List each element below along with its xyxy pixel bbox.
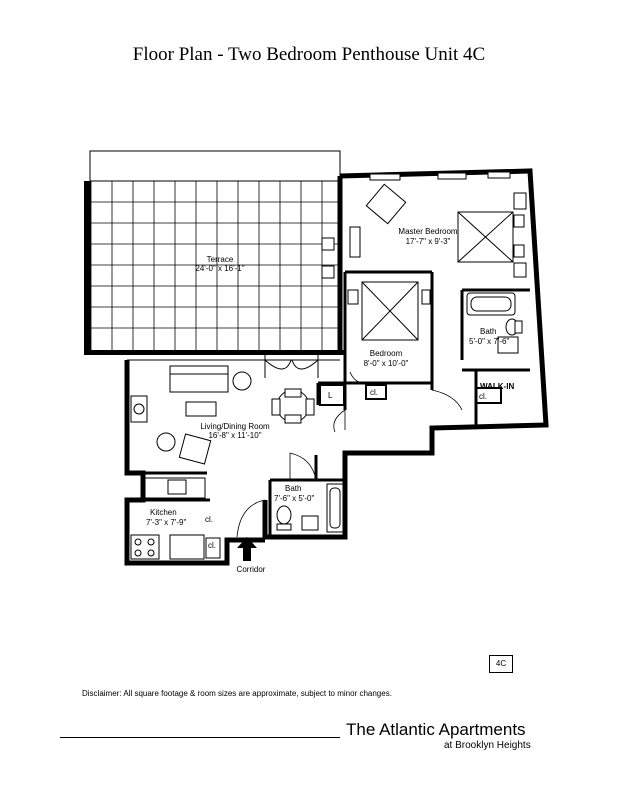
hall-bath-dims: 7'-6" x 5'-0": [274, 494, 314, 503]
kitchen-dims: 7'-3" x 7'-9": [146, 518, 186, 527]
living-window-wall: [127, 355, 340, 378]
closet-label-bedroom: cl.: [370, 388, 378, 397]
corridor-arrow: [237, 537, 257, 561]
terrace-dims: 24'-0" x 16'-1": [195, 264, 244, 273]
walk-in-label: WALK-IN: [480, 382, 514, 391]
corridor-label: Corridor: [237, 565, 266, 574]
master-bedroom-dims: 17'-7" x 9'-3": [406, 237, 451, 246]
linen-label: L: [328, 391, 333, 400]
bedroom-furniture: [347, 281, 431, 341]
page-title: Floor Plan - Two Bedroom Penthouse Unit …: [132, 44, 486, 65]
living-dining-label: Living/Dining Room: [200, 422, 270, 431]
unit-tag: 4C: [489, 655, 513, 673]
closet-label-kitchen: cl.: [208, 541, 216, 550]
kitchen-label: Kitchen: [150, 508, 177, 517]
hall-bath-fixtures: [276, 483, 344, 533]
living-dining-dims: 16'-8" x 11'-10": [208, 431, 261, 440]
disclaimer: Disclaimer: All square footage & room si…: [82, 689, 392, 698]
living-furniture: [130, 365, 315, 465]
hall-bath-label: Bath: [285, 484, 301, 493]
master-furniture: [321, 183, 527, 279]
master-bath-fixtures: [466, 292, 523, 354]
terrace-bottom-wall: [84, 350, 346, 355]
brand-subtitle: at Brooklyn Heights: [444, 740, 531, 751]
bedroom-dims: 8'-0" x 10'-0": [364, 359, 409, 368]
door-swings: [236, 369, 476, 538]
master-windows: [369, 171, 511, 181]
closet-label-walkin: cl.: [479, 392, 487, 401]
footer-rule: [60, 737, 340, 738]
master-bath-label: Bath: [480, 327, 496, 336]
terrace-railing: [89, 150, 341, 182]
interior-walls: [143, 270, 530, 537]
terrace-label: Terrace: [207, 255, 234, 264]
master-bath-dims: 5'-0" x 7'-6": [469, 337, 509, 346]
closets: [319, 384, 502, 406]
bedroom-label: Bedroom: [370, 349, 403, 358]
brand-name: The Atlantic Apartments: [346, 720, 526, 739]
master-bedroom-label: Master Bedroom: [398, 227, 457, 236]
closet-label-hall: cl.: [205, 515, 213, 524]
terrace-left-wall: [84, 181, 91, 352]
kitchen-fixtures: [130, 477, 221, 560]
exterior-walls: [124, 168, 549, 566]
